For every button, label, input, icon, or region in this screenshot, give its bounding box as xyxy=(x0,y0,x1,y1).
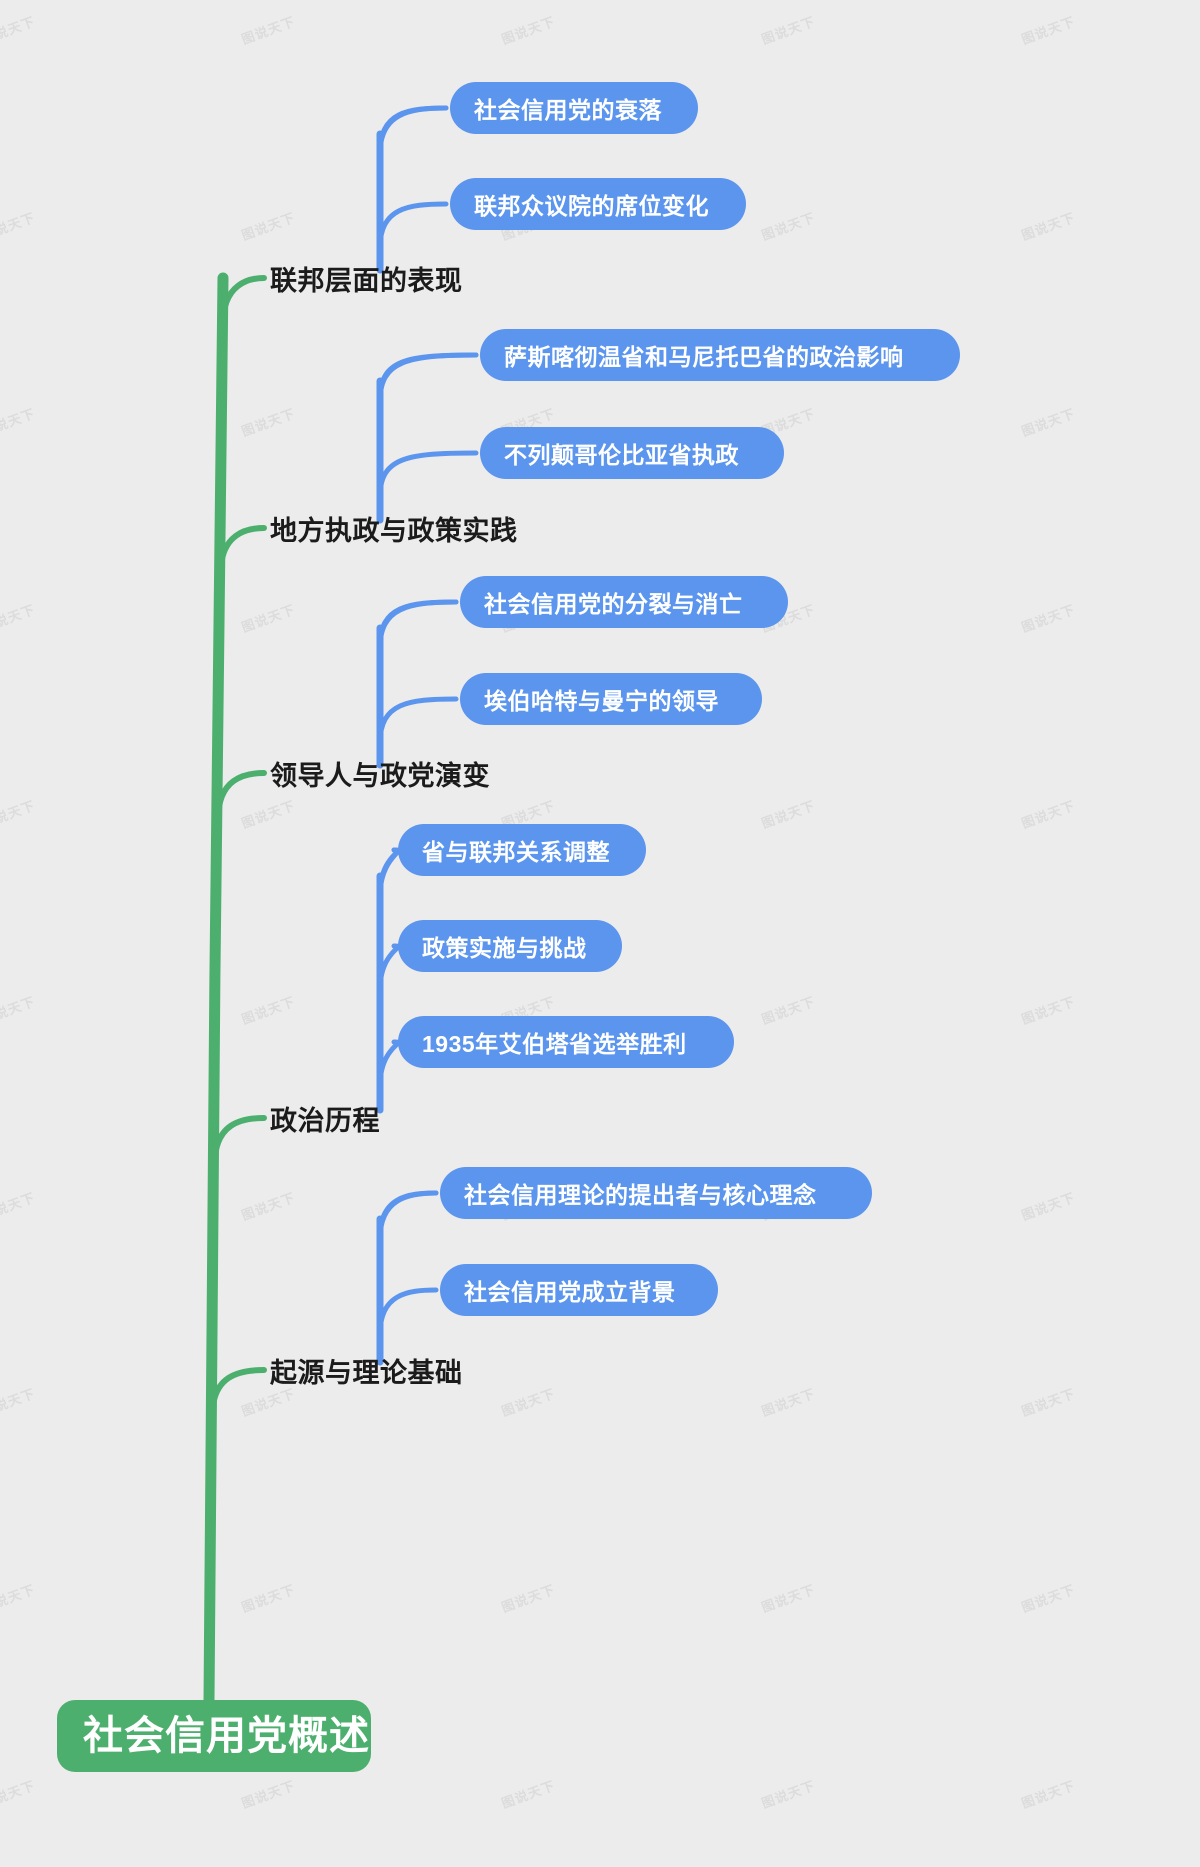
leaf-node-4-1[interactable]: 社会信用党成立背景 xyxy=(440,1264,718,1316)
watermark-text: 图说天下 xyxy=(0,601,38,636)
watermark-text: 图说天下 xyxy=(239,993,298,1028)
watermark-text: 图说天下 xyxy=(499,13,558,48)
watermark-text: 图说天下 xyxy=(759,1385,818,1420)
watermark-text: 图说天下 xyxy=(759,797,818,832)
watermark-text: 图说天下 xyxy=(1019,1777,1078,1812)
watermark-text: 图说天下 xyxy=(0,13,38,48)
watermark-text: 图说天下 xyxy=(239,1777,298,1812)
leaf-node-3-1[interactable]: 政策实施与挑战 xyxy=(398,920,622,972)
leaf-node-3-0[interactable]: 省与联邦关系调整 xyxy=(398,824,646,876)
leaf-node-0-0[interactable]: 社会信用党的衰落 xyxy=(450,82,698,134)
watermark-text: 图说天下 xyxy=(239,797,298,832)
connector-line xyxy=(217,525,267,577)
watermark-text: 图说天下 xyxy=(0,1581,38,1616)
watermark-text: 图说天下 xyxy=(759,1581,818,1616)
leaf-node-0-1[interactable]: 联邦众议院的席位变化 xyxy=(450,178,746,230)
branch-node-2[interactable]: 领导人与政党演变 xyxy=(270,760,490,791)
leaf-node-4-0[interactable]: 社会信用理论的提出者与核心理念 xyxy=(440,1167,872,1219)
branch-node-4[interactable]: 起源与理论基础 xyxy=(270,1357,463,1388)
root-node[interactable]: 社会信用党概述 xyxy=(57,1700,371,1772)
connector-line xyxy=(377,105,449,157)
connector-line xyxy=(377,943,401,993)
watermark-text: 图说天下 xyxy=(1019,209,1078,244)
connector-line xyxy=(220,275,267,327)
watermark-text: 图说天下 xyxy=(1019,405,1078,440)
watermark-text: 图说天下 xyxy=(239,1581,298,1616)
watermark-text: 图说天下 xyxy=(239,601,298,636)
watermark-text: 图说天下 xyxy=(0,1189,38,1224)
connector-line xyxy=(377,599,459,649)
connector-line xyxy=(377,352,479,402)
leaf-node-2-0[interactable]: 社会信用党的分裂与消亡 xyxy=(460,576,788,628)
connector-line xyxy=(377,352,479,404)
watermark-text: 图说天下 xyxy=(499,1581,558,1616)
watermark-text: 图说天下 xyxy=(759,993,818,1028)
connector-line xyxy=(377,201,449,251)
watermark-text: 图说天下 xyxy=(499,1777,558,1812)
watermark-text: 图说天下 xyxy=(239,1189,298,1224)
connector-line xyxy=(209,1367,267,1419)
branch-node-3[interactable]: 政治历程 xyxy=(270,1105,380,1136)
watermark-text: 图说天下 xyxy=(0,993,38,1028)
watermark-text: 图说天下 xyxy=(1019,993,1078,1028)
watermark-text: 图说天下 xyxy=(1019,1385,1078,1420)
connector-line xyxy=(377,1039,401,1089)
watermark-text: 图说天下 xyxy=(239,13,298,48)
connector-line xyxy=(211,1115,267,1167)
branch-node-0[interactable]: 联邦层面的表现 xyxy=(270,265,463,296)
leaf-node-1-0[interactable]: 萨斯喀彻温省和马尼托巴省的政治影响 xyxy=(480,329,960,381)
leaf-node-2-1[interactable]: 埃伯哈特与曼宁的领导 xyxy=(460,673,762,725)
watermark-text: 图说天下 xyxy=(0,797,38,832)
connector-line xyxy=(377,1190,439,1242)
watermark-text: 图说天下 xyxy=(0,405,38,440)
watermark-text: 图说天下 xyxy=(759,13,818,48)
connector-line xyxy=(377,847,401,899)
connector-line xyxy=(377,847,401,897)
connector-line xyxy=(215,770,267,822)
leaf-node-1-1[interactable]: 不列颠哥伦比亚省执政 xyxy=(480,427,784,479)
watermark-text: 图说天下 xyxy=(239,209,298,244)
connector-line xyxy=(377,696,459,746)
watermark-text: 图说天下 xyxy=(759,1777,818,1812)
connector-line xyxy=(377,599,459,651)
connector-line xyxy=(377,1190,439,1240)
connector-line xyxy=(377,1287,439,1337)
connector-line xyxy=(203,272,229,1706)
branch-node-1[interactable]: 地方执政与政策实践 xyxy=(270,515,518,546)
connector-line xyxy=(377,105,449,155)
watermark-text: 图说天下 xyxy=(1019,1189,1078,1224)
watermark-text: 图说天下 xyxy=(1019,601,1078,636)
watermark-text: 图说天下 xyxy=(759,209,818,244)
watermark-text: 图说天下 xyxy=(1019,797,1078,832)
watermark-text: 图说天下 xyxy=(0,1385,38,1420)
connector-line xyxy=(377,450,479,500)
watermark-text: 图说天下 xyxy=(0,1777,38,1812)
watermark-text: 图说天下 xyxy=(1019,1581,1078,1616)
watermark-text: 图说天下 xyxy=(239,405,298,440)
watermark-text: 图说天下 xyxy=(1019,13,1078,48)
leaf-node-3-2[interactable]: 1935年艾伯塔省选举胜利 xyxy=(398,1016,734,1068)
watermark-text: 图说天下 xyxy=(499,1385,558,1420)
watermark-text: 图说天下 xyxy=(0,209,38,244)
